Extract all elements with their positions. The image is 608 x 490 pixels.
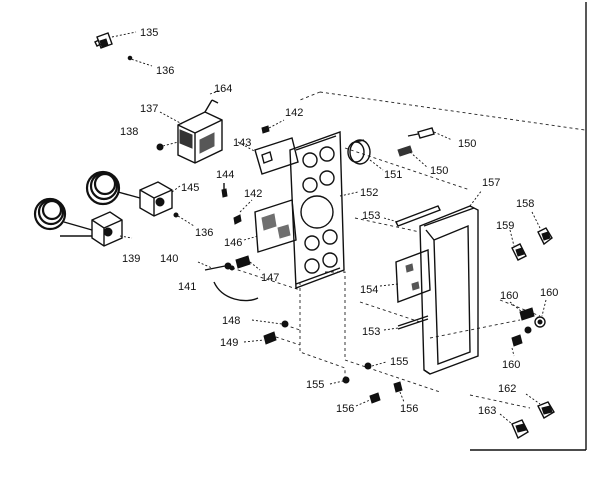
label-160-right: 160 [540, 287, 558, 299]
assembly-guide-lines [231, 91, 586, 409]
part-163-bumper [499, 413, 529, 440]
part-162-bumper [525, 393, 555, 419]
label-140: 140 [160, 253, 178, 265]
part-142-screw-lower [233, 199, 253, 225]
label-151: 151 [384, 169, 402, 181]
part-154-bracket [379, 249, 431, 303]
part-156-screw-left [355, 392, 381, 407]
part-137-switch [159, 89, 223, 164]
part-157-housing [419, 189, 483, 375]
label-136-lower: 136 [195, 227, 213, 239]
part-139-thermostat [33, 197, 133, 247]
label-146: 146 [224, 237, 242, 249]
part-160-fastener-set [509, 299, 547, 357]
label-137: 137 [140, 103, 158, 115]
label-156-right: 156 [400, 403, 418, 415]
label-148: 148 [222, 315, 240, 327]
part-144-screw [221, 183, 228, 198]
label-145: 145 [181, 182, 199, 194]
part-155-nut-left [329, 376, 350, 385]
label-162: 162 [498, 383, 516, 395]
label-150-lower: 150 [430, 165, 448, 177]
label-135: 135 [140, 27, 158, 39]
part-150-shaft-lower [397, 145, 429, 169]
label-138: 138 [120, 126, 138, 138]
label-160-left: 160 [500, 290, 518, 302]
label-158: 158 [516, 198, 534, 210]
part-135-clip [94, 31, 153, 67]
part-143-insulator [237, 137, 299, 175]
part-145-thermostat [85, 170, 181, 217]
part-148-screw [251, 319, 289, 328]
part-152-control-panel [289, 131, 359, 289]
label-160-bottom: 160 [502, 359, 520, 371]
label-139: 139 [122, 253, 140, 265]
part-136-screw-lower [173, 212, 195, 227]
part-159-clip [509, 229, 527, 261]
part-155-nut-right [364, 361, 387, 370]
label-136: 136 [156, 65, 174, 77]
label-154: 154 [360, 284, 378, 296]
part-149-screw [243, 331, 277, 345]
label-143: 143 [233, 137, 251, 149]
part-number-labels: 135 136 164 137 142 138 143 150 151 150 … [120, 27, 558, 417]
label-159: 159 [496, 220, 514, 232]
part-140-terminal [229, 265, 235, 271]
part-147-connector [235, 255, 261, 271]
label-150-upper: 150 [458, 138, 476, 150]
part-158-clip [531, 211, 553, 246]
part-150-shaft-upper [407, 127, 453, 141]
label-155-left: 155 [306, 379, 324, 391]
part-153-strip-upper [383, 205, 441, 227]
part-142-screw-upper [261, 119, 285, 134]
part-156-screw-right [393, 381, 405, 403]
label-152: 152 [360, 187, 378, 199]
label-141: 141 [178, 281, 196, 293]
label-155-right: 155 [390, 356, 408, 368]
label-147: 147 [261, 272, 279, 284]
label-153-lower: 153 [362, 326, 380, 338]
part-141-wire-lead [197, 261, 259, 302]
label-163: 163 [478, 405, 496, 417]
part-138-screw [156, 141, 179, 151]
part-151-knob [347, 139, 384, 171]
label-144: 144 [216, 169, 234, 181]
label-153-upper: 153 [362, 210, 380, 222]
label-157: 157 [482, 177, 500, 189]
label-156-left: 156 [336, 403, 354, 415]
part-146-mounting-plate [243, 199, 297, 253]
label-164: 164 [214, 83, 232, 95]
label-142-lower: 142 [244, 188, 262, 200]
label-142-upper: 142 [285, 107, 303, 119]
part-153-strip-lower [383, 315, 429, 331]
label-149: 149 [220, 337, 238, 349]
